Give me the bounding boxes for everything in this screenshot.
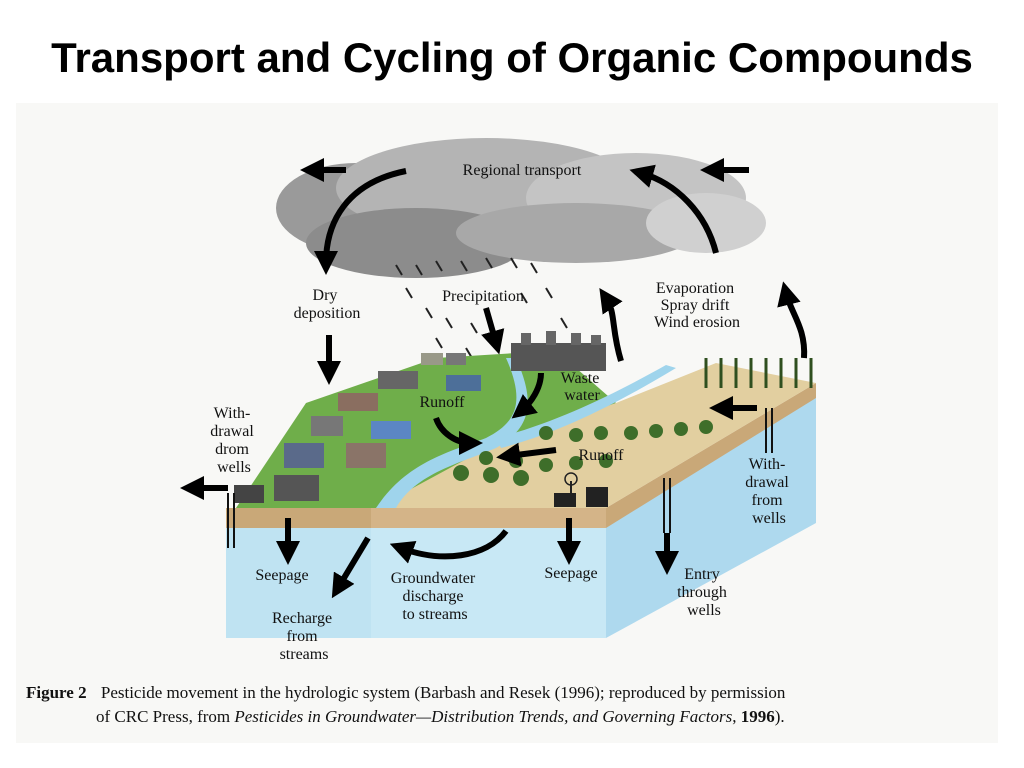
- factory: [511, 331, 606, 371]
- label-runoff-left: Runoff: [419, 394, 465, 411]
- farm-buildings: [554, 472, 608, 507]
- label-evaporation: Evaporation Spray drift Wind erosion: [654, 280, 740, 331]
- label-seepage-right: Seepage: [544, 565, 597, 582]
- caption-book-title: Pesticides in Groundwater—Distribution T…: [234, 707, 733, 726]
- arrow-evaporation-right: [777, 281, 808, 359]
- label-runoff-right: Runoff: [578, 447, 624, 464]
- arrow-cloud-curve-left: [314, 168, 407, 275]
- label-precipitation: Precipitation: [442, 288, 524, 305]
- figure-panel: Regional transport Dry deposition Precip…: [16, 103, 998, 743]
- rain: [395, 257, 568, 359]
- arrow-evaporation-mid: [599, 288, 624, 362]
- houses: [234, 353, 481, 503]
- cloud: [276, 138, 766, 278]
- caption-figure-label: Figure 2: [26, 683, 87, 702]
- flow-arrows: [180, 158, 808, 599]
- orchard-trees: [453, 420, 713, 486]
- arrow-cloud-curve-right: [629, 164, 719, 254]
- label-dry-deposition: Dry deposition: [294, 287, 361, 322]
- caption-end: ).: [774, 707, 785, 726]
- arrow-groundwater: [389, 529, 509, 564]
- arrow-precipitation: [481, 307, 505, 355]
- label-groundwater-discharge: Groundwater discharge to streams: [391, 570, 479, 623]
- hydrologic-diagram: Regional transport Dry deposition Precip…: [180, 138, 816, 663]
- caption-year: 1996: [740, 707, 775, 726]
- label-waste-water: Waste water: [561, 370, 604, 404]
- caption-text-line-2: of CRC Press, from: [96, 707, 231, 726]
- wells: [227, 408, 773, 548]
- label-regional-transport: Regional transport: [463, 162, 582, 179]
- slide-title: Transport and Cycling of Organic Compoun…: [51, 34, 973, 81]
- figure-caption: Figure 2 Pesticide movement in the hydro…: [26, 681, 986, 729]
- label-withdrawal-from-wells: With- drawal from wells: [745, 456, 793, 527]
- label-withdrawal-drom-wells: With- drawal drom wells: [210, 405, 258, 476]
- label-entry-through-wells: Entry through wells: [677, 566, 731, 619]
- crop-field: [704, 358, 813, 388]
- caption-text-line-1: Pesticide movement in the hydrologic sys…: [100, 683, 786, 702]
- label-seepage-left: Seepage: [255, 567, 308, 584]
- arrow-waste-water: [511, 372, 544, 419]
- label-recharge-from-streams: Recharge from streams: [272, 610, 336, 663]
- arrow-runoff-right: [496, 442, 557, 467]
- caption-comma: ,: [732, 707, 737, 726]
- arrow-runoff-left: [433, 416, 483, 455]
- arrow-recharge: [331, 536, 371, 599]
